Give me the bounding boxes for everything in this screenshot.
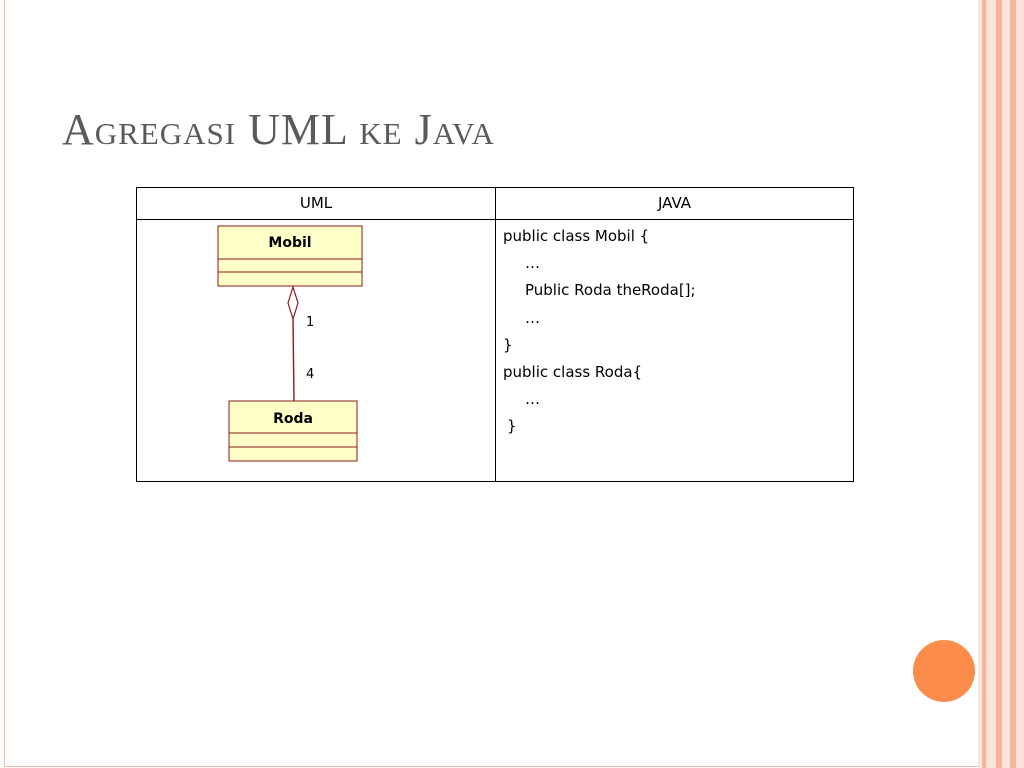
code-line: Public Roda theRoda[]; (525, 281, 696, 300)
code-line: … (525, 390, 540, 409)
class-roda: Roda (228, 400, 358, 462)
class-mobil: Mobil (217, 225, 363, 287)
code-line: public class Mobil { (503, 227, 650, 245)
code-line: } (507, 417, 517, 436)
class-mobil-name: Mobil (268, 235, 311, 251)
row-divider (137, 219, 853, 220)
java-code-block: public class Mobil { … Public Roda theRo… (503, 226, 696, 444)
uml-aggregation-diagram: Mobil 1 4 Roda (217, 225, 363, 462)
code-line: … (525, 308, 540, 327)
uml-column-header: UML (299, 194, 333, 212)
aggregation-association (287, 284, 299, 402)
aggregation-diamond-icon (287, 284, 299, 322)
decorative-circle (913, 640, 975, 702)
multiplicity-top: 1 (306, 315, 314, 330)
class-roda-name: Roda (273, 411, 313, 427)
comparison-table: UML JAVA Mobil 1 4 Roda public class Mob… (136, 187, 854, 482)
java-column-header: JAVA (657, 194, 692, 212)
decorative-stripes (978, 0, 1024, 768)
slide-title: Agregasi UML ke Java (62, 105, 495, 154)
column-divider (495, 188, 496, 481)
multiplicity-bottom: 4 (306, 367, 314, 382)
slide-frame (4, 0, 980, 767)
code-line: } (503, 335, 513, 354)
code-line: public class Roda{ (503, 362, 643, 381)
code-line: … (525, 254, 540, 273)
